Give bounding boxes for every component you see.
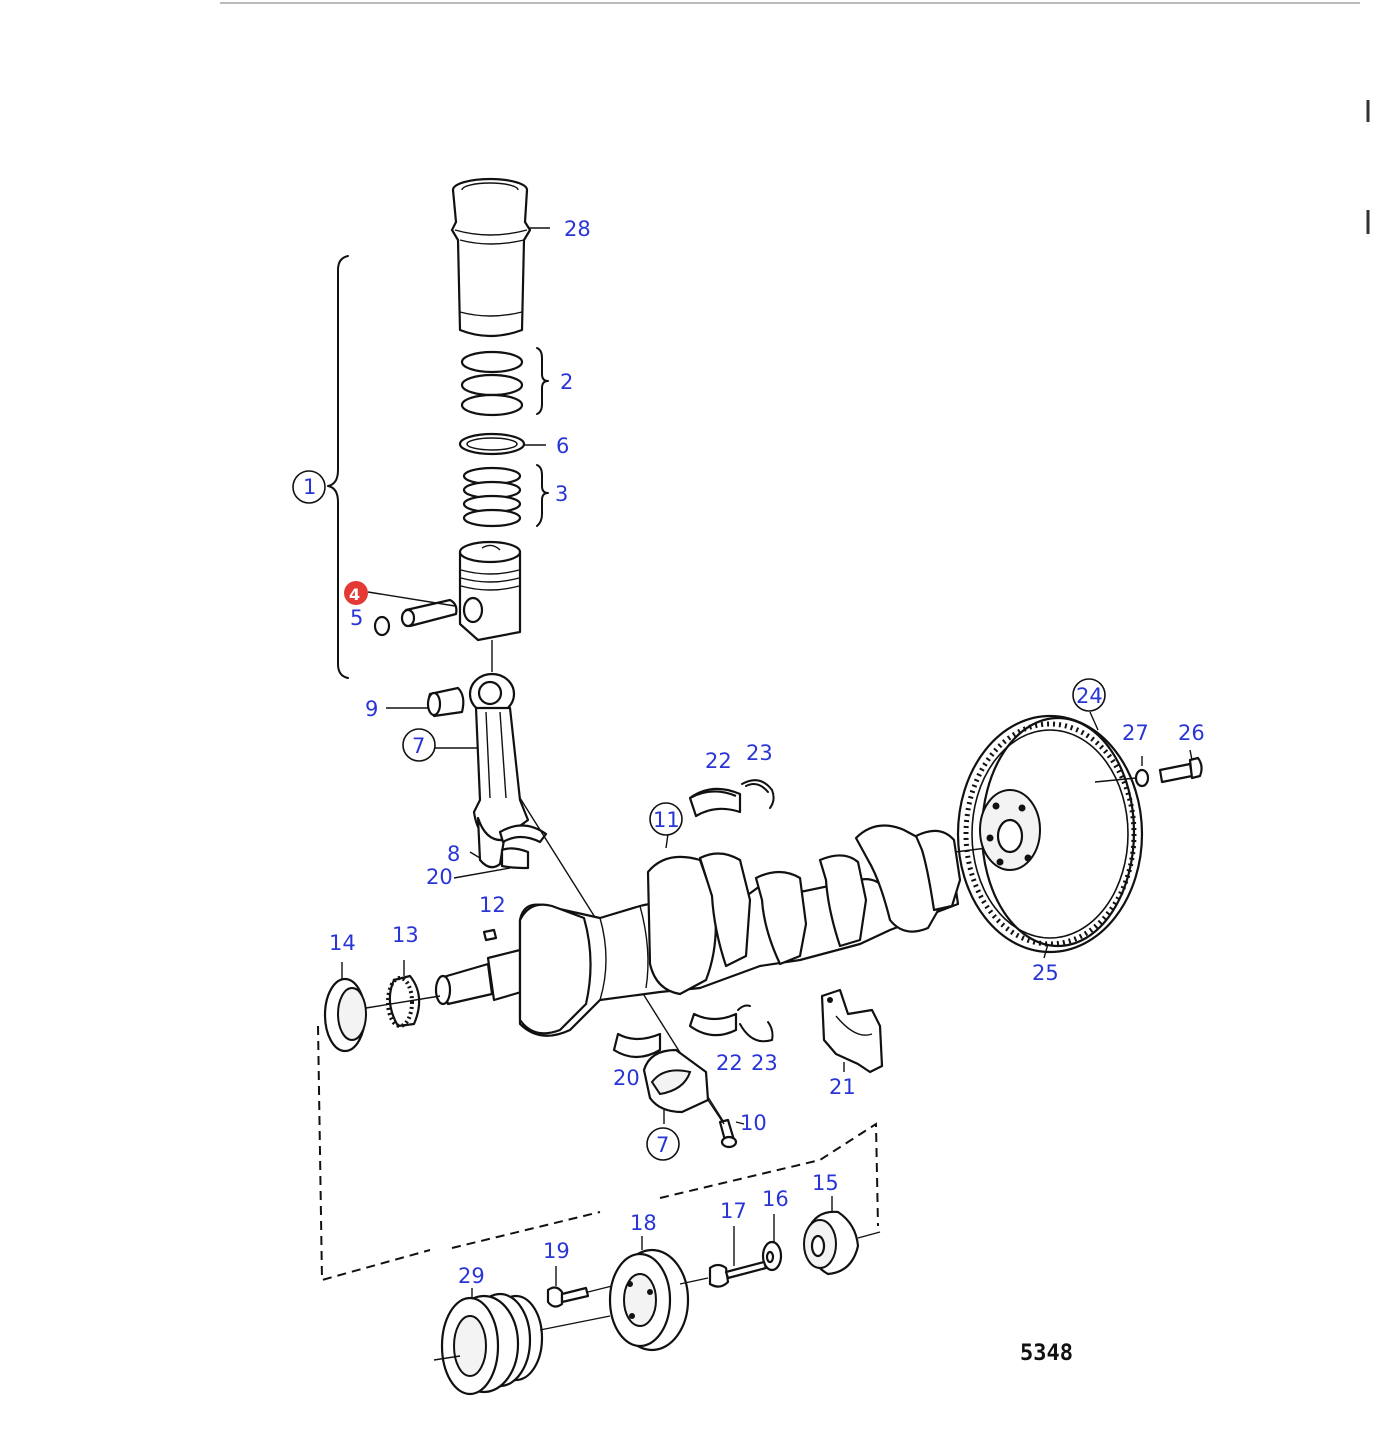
- part-label-6[interactable]: 6: [556, 434, 569, 458]
- highlight-marker-4: [344, 581, 368, 605]
- connecting-rod-cap-drawing: [642, 1048, 745, 1149]
- pulley-group-dashed-outline: [317, 1025, 879, 1282]
- part-label-21[interactable]: 21: [829, 1075, 856, 1099]
- belt-pulley-drawing: [433, 1288, 611, 1396]
- part-label-15[interactable]: 15: [812, 1171, 839, 1195]
- front-seal-drawing: [323, 962, 367, 1053]
- part-label-28[interactable]: 28: [564, 217, 591, 241]
- part-label-20-lower[interactable]: 20: [613, 1066, 640, 1090]
- part-label-19[interactable]: 19: [543, 1239, 570, 1263]
- thrust-washer-drawing: [761, 1214, 783, 1272]
- main-bearing-lower-drawing: [612, 1004, 774, 1059]
- crankshaft-gear-drawing: [365, 960, 441, 1028]
- part-label-29[interactable]: 29: [458, 1264, 485, 1288]
- cylinder-liner-drawing: [450, 177, 550, 338]
- part-label-14[interactable]: 14: [329, 931, 356, 955]
- main-bearing-upper-drawing: [688, 779, 775, 818]
- part-label-23-lower[interactable]: 23: [751, 1051, 778, 1075]
- oil-ring-drawing: [458, 432, 546, 456]
- part-label-10[interactable]: 10: [740, 1111, 767, 1135]
- callout-circle-24: [1072, 678, 1106, 712]
- callout-circle-11: [649, 802, 683, 836]
- part-label-1[interactable]: 1: [303, 475, 316, 499]
- flywheel-bolt-drawing: [1094, 749, 1203, 788]
- connecting-rod-drawing: [386, 672, 736, 1141]
- part-label-7-cap[interactable]: 7: [656, 1133, 669, 1157]
- flywheel-drawing: [956, 711, 1144, 959]
- piston-drawing: [458, 540, 522, 672]
- part-label-4[interactable]: 4: [349, 585, 360, 604]
- scraper-rings-drawing: [462, 464, 549, 528]
- part-label-20-upper[interactable]: 20: [426, 865, 453, 889]
- part-label-13[interactable]: 13: [392, 923, 419, 947]
- piston-assembly-brace: [327, 255, 349, 679]
- part-label-27[interactable]: 27: [1122, 721, 1149, 745]
- part-label-9[interactable]: 9: [365, 697, 378, 721]
- part-label-7[interactable]: 7: [412, 734, 425, 758]
- main-bearing-cap-drawing: [820, 988, 884, 1074]
- piston-pin-drawing: [367, 591, 458, 637]
- part-label-25[interactable]: 25: [1032, 961, 1059, 985]
- part-label-24[interactable]: 24: [1076, 684, 1103, 708]
- compression-rings-drawing: [460, 347, 549, 417]
- pulley-hub-drawing: [803, 1196, 881, 1276]
- part-label-26[interactable]: 26: [1178, 721, 1205, 745]
- callout-circle-7: [402, 728, 436, 762]
- part-label-23-upper[interactable]: 23: [746, 741, 773, 765]
- part-label-2[interactable]: 2: [560, 370, 573, 394]
- part-label-5[interactable]: 5: [350, 606, 363, 630]
- part-label-22-lower[interactable]: 22: [716, 1051, 743, 1075]
- part-label-11[interactable]: 11: [653, 808, 680, 832]
- vibration-damper-drawing: [608, 1236, 709, 1352]
- part-label-12[interactable]: 12: [479, 893, 506, 917]
- callout-circle-7-cap: [646, 1127, 680, 1161]
- part-label-18[interactable]: 18: [630, 1211, 657, 1235]
- crankshaft-drawing: [434, 824, 1036, 1037]
- part-label-8[interactable]: 8: [447, 842, 460, 866]
- callout-circle-1: [292, 470, 326, 504]
- drawing-reference-number: 5348: [1020, 1341, 1073, 1366]
- hub-bolt-drawing: [708, 1226, 768, 1288]
- part-label-17[interactable]: 17: [720, 1199, 747, 1223]
- part-label-16[interactable]: 16: [762, 1187, 789, 1211]
- part-label-22-upper[interactable]: 22: [705, 749, 732, 773]
- part-label-3[interactable]: 3: [555, 482, 568, 506]
- damper-bolt-drawing: [546, 1266, 613, 1308]
- woodruff-key-drawing: [482, 928, 498, 942]
